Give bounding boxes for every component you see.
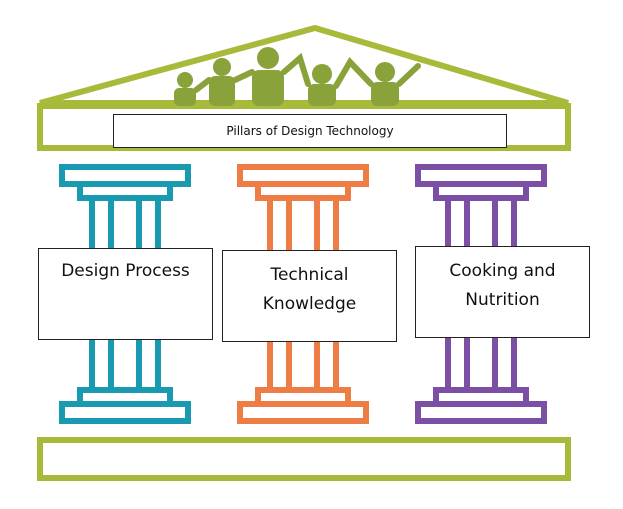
diagram-title: Pillars of Design Technology [113, 114, 507, 148]
pillar-technical-knowledge [237, 164, 369, 424]
pillar-label-technical-knowledge: Technical Knowledge [222, 250, 397, 342]
pillar-label-cooking-nutrition: Cooking and Nutrition [415, 246, 590, 338]
temple-base [37, 437, 571, 481]
children-silhouette-icon [174, 47, 421, 106]
pillar-label-design-process: Design Process [38, 248, 213, 340]
